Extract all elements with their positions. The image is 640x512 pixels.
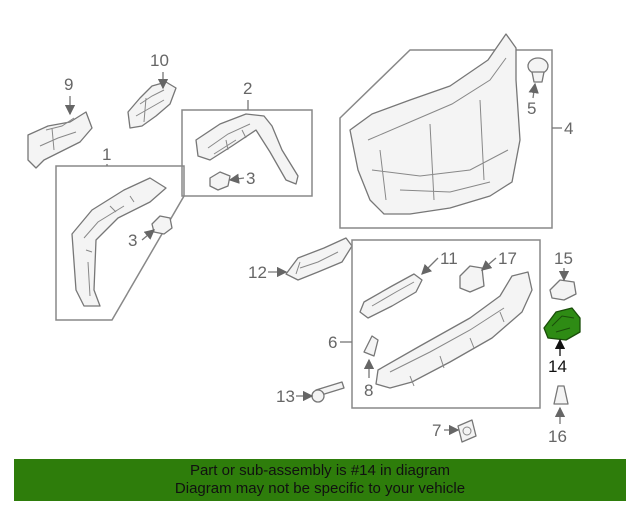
info-banner: Part or sub-assembly is #14 in diagram D…: [14, 459, 626, 501]
part-7-nut[interactable]: [457, 419, 477, 443]
part-3-clip-upper[interactable]: [209, 171, 231, 191]
part-4-liftgate-trim[interactable]: [349, 33, 521, 215]
banner-line-1: Part or sub-assembly is #14 in diagram: [189, 462, 451, 479]
label-12: 12: [248, 263, 267, 282]
banner-line-2: Diagram may not be specific to your vehi…: [174, 480, 466, 497]
group-box-6: [351, 239, 541, 409]
label-7: 7: [432, 421, 441, 440]
part-12-handle-cover[interactable]: [285, 237, 353, 281]
label-1: 1: [102, 145, 111, 164]
label-13: 13: [276, 387, 295, 406]
label-8: 8: [364, 381, 373, 400]
label-11: 11: [440, 249, 458, 268]
label-17: 17: [498, 249, 517, 268]
label-3-lower: 3: [128, 231, 137, 250]
part-16-clip[interactable]: [553, 385, 569, 405]
label-9: 9: [64, 75, 73, 94]
label-14: 14: [548, 357, 567, 376]
label-15: 15: [554, 249, 573, 268]
group-box-2: [181, 109, 313, 197]
part-15-stopper[interactable]: [549, 279, 577, 301]
part-10-bracket[interactable]: [127, 81, 177, 129]
group-box-4: [339, 49, 553, 229]
label-3-upper: 3: [246, 169, 255, 188]
part-5-bumper[interactable]: [527, 57, 549, 83]
label-10: 10: [150, 51, 169, 70]
label-6: 6: [328, 333, 337, 352]
label-2: 2: [243, 79, 252, 98]
part-2-trim-panel[interactable]: [195, 113, 299, 185]
part-13-screw[interactable]: [311, 381, 345, 403]
part-11-grab-handle[interactable]: [359, 273, 423, 319]
part-17-bracket[interactable]: [459, 265, 485, 293]
label-5: 5: [527, 99, 536, 118]
part-14-highlighted[interactable]: [543, 307, 581, 341]
part-8-clip[interactable]: [363, 335, 379, 357]
part-3-clip-lower[interactable]: [151, 215, 173, 235]
part-6-pull-handle[interactable]: [375, 271, 533, 389]
group-box-1: [55, 165, 185, 321]
part-1-pillar-trim[interactable]: [71, 177, 167, 307]
part-9-bracket[interactable]: [27, 111, 93, 169]
label-4: 4: [564, 119, 573, 138]
label-16: 16: [548, 427, 567, 446]
